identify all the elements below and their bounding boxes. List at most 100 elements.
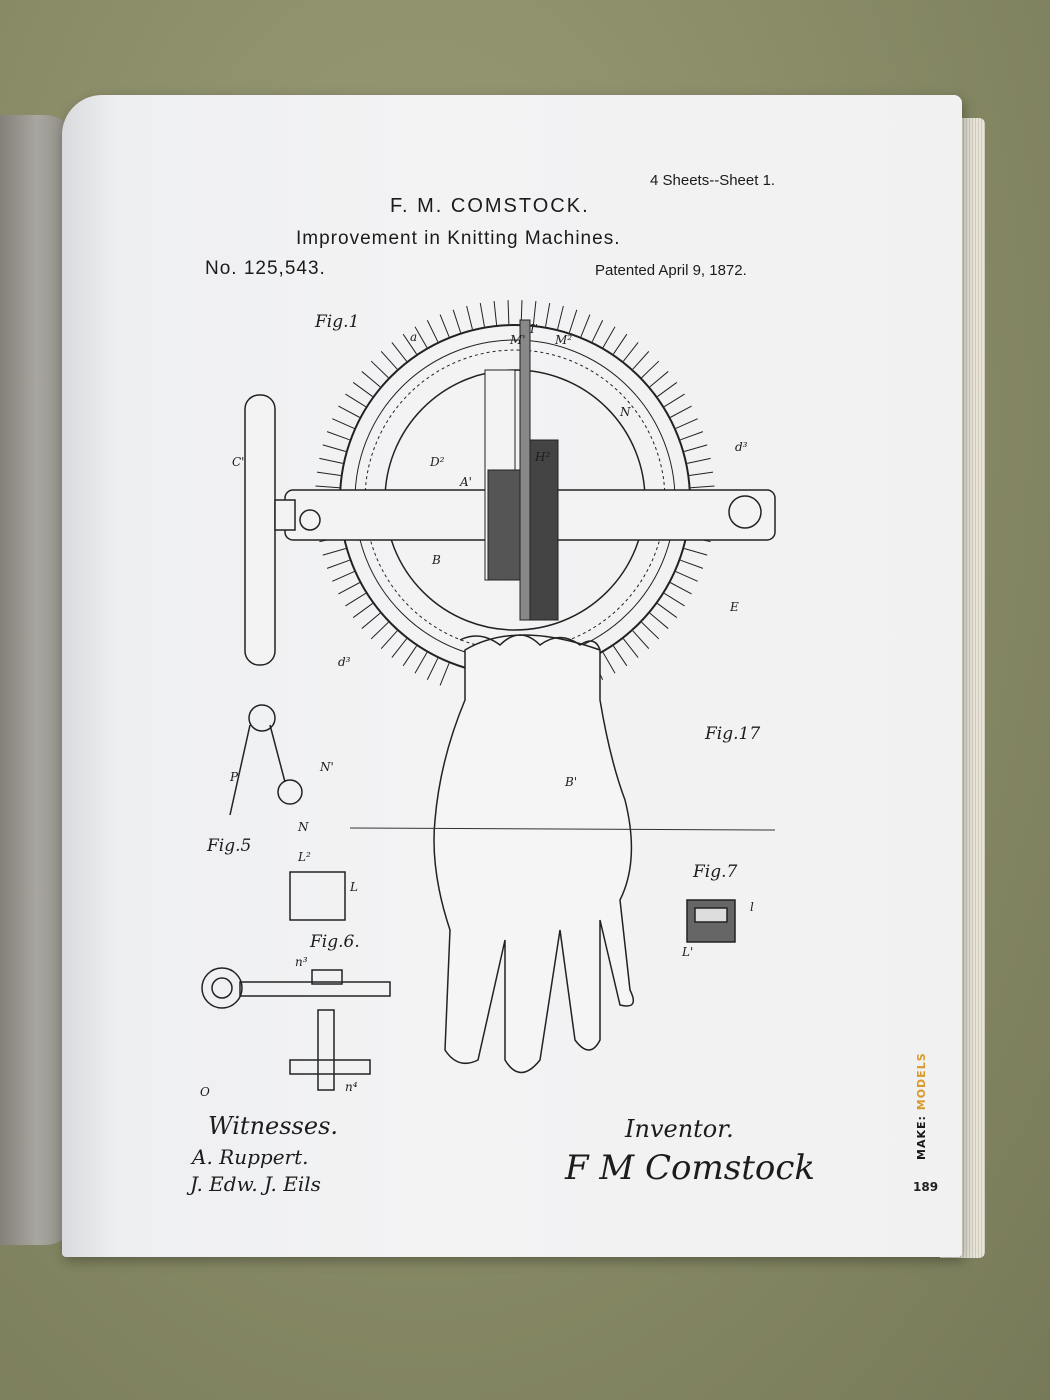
needle-tooth bbox=[684, 444, 708, 452]
needle-tooth bbox=[580, 314, 591, 338]
needle-tooth bbox=[402, 333, 417, 355]
needle-tooth bbox=[319, 457, 343, 464]
section-label: MAKE: MODELS bbox=[915, 1052, 928, 1160]
needle-tooth bbox=[338, 405, 360, 418]
needle-tooth bbox=[439, 314, 450, 338]
needle-tooth bbox=[493, 301, 498, 326]
needle-tooth bbox=[684, 548, 708, 556]
needle-tooth bbox=[452, 309, 462, 333]
part-label: N' bbox=[320, 760, 334, 774]
part-label: L² bbox=[298, 850, 311, 864]
part-label: E bbox=[730, 600, 739, 614]
needle-tooth bbox=[675, 418, 698, 429]
part-label: H² bbox=[535, 450, 551, 464]
needle-tooth bbox=[326, 559, 350, 569]
needle-tooth bbox=[657, 603, 678, 618]
needle-tooth bbox=[402, 645, 417, 667]
needle-tooth bbox=[545, 302, 551, 327]
needle-tooth bbox=[332, 418, 355, 429]
patent-date: Patented April 9, 1872. bbox=[595, 262, 747, 279]
part-label: N bbox=[620, 405, 631, 419]
part-label: L bbox=[350, 880, 358, 894]
needle-tooth bbox=[649, 371, 669, 388]
part-label: d³ bbox=[735, 440, 748, 454]
fig7-label: Fig.7 bbox=[693, 862, 738, 882]
sheet-count: 4 Sheets--Sheet 1. bbox=[650, 172, 776, 189]
needle-tooth bbox=[670, 582, 692, 595]
inventor-name: F. M. COMSTOCK. bbox=[390, 195, 590, 217]
needle-tooth bbox=[680, 559, 704, 569]
needle-tooth bbox=[622, 638, 639, 658]
inventor-label: Inventor. bbox=[625, 1115, 734, 1143]
needle-tooth bbox=[439, 662, 450, 686]
needle-tooth bbox=[352, 603, 373, 618]
needle-tooth bbox=[663, 393, 685, 408]
needle-tooth bbox=[613, 645, 628, 667]
needle-tooth bbox=[632, 630, 650, 649]
needle-tooth bbox=[641, 621, 660, 640]
needle-tooth bbox=[613, 333, 628, 355]
part-label: B bbox=[432, 553, 441, 567]
needle-tooth bbox=[414, 326, 428, 348]
needle-tooth bbox=[689, 471, 714, 477]
needle-tooth bbox=[591, 320, 604, 343]
part-label: L' bbox=[682, 945, 694, 959]
needle-tooth bbox=[649, 612, 669, 629]
inventor-signature: F M Comstock bbox=[565, 1148, 815, 1188]
needle-tooth bbox=[687, 457, 711, 464]
needle-tooth bbox=[670, 405, 692, 418]
part-label: a bbox=[410, 330, 418, 344]
needle-tooth bbox=[380, 630, 398, 649]
needle-tooth bbox=[345, 393, 367, 408]
needle-tooth bbox=[332, 571, 355, 582]
part-label: l bbox=[750, 900, 754, 914]
needle-tooth bbox=[322, 444, 346, 452]
gear-column bbox=[484, 319, 559, 621]
part-label: n⁴ bbox=[345, 1080, 358, 1094]
witness-signature-2: J. Edw. J. Eils bbox=[190, 1172, 321, 1196]
fig17-label: Fig.17 bbox=[705, 724, 761, 744]
part-label: N bbox=[298, 820, 309, 834]
part-label: M' bbox=[510, 333, 526, 347]
patent-number: No. 125,543. bbox=[205, 258, 326, 279]
needle-tooth bbox=[326, 431, 350, 441]
needle-tooth bbox=[690, 485, 715, 489]
needle-tooth bbox=[414, 652, 428, 674]
needle-tooth bbox=[315, 485, 340, 489]
part-label: n³ bbox=[295, 955, 308, 969]
fig5-label: Fig.5 bbox=[207, 836, 252, 856]
needle-tooth bbox=[338, 582, 360, 595]
needle-tooth bbox=[352, 382, 373, 397]
needle-tooth bbox=[557, 305, 564, 330]
needle-tooth bbox=[466, 305, 473, 330]
fig6-label: Fig.6. bbox=[310, 932, 360, 952]
needle-tooth bbox=[391, 342, 408, 362]
needle-tooth bbox=[322, 548, 346, 556]
needle-tooth bbox=[657, 382, 678, 397]
hand-form bbox=[433, 634, 635, 1074]
part-label: A' bbox=[460, 475, 472, 489]
part-label: B' bbox=[565, 775, 578, 789]
needle-tooth bbox=[622, 342, 639, 362]
witnesses-label: Witnesses. bbox=[208, 1112, 339, 1140]
needle-tooth bbox=[632, 351, 650, 370]
needle-tooth bbox=[568, 309, 578, 333]
fig5-drawing bbox=[229, 704, 346, 921]
page-number: 189 bbox=[913, 1180, 939, 1194]
needle-cylinder-teeth bbox=[315, 300, 715, 686]
needle-tooth bbox=[361, 371, 381, 388]
needle-tooth bbox=[675, 571, 698, 582]
part-label: M² bbox=[555, 333, 573, 347]
needle-tooth bbox=[602, 652, 616, 674]
part-label: D² bbox=[430, 455, 445, 469]
needle-tooth bbox=[507, 300, 510, 325]
needle-tooth bbox=[345, 592, 367, 607]
needle-tooth bbox=[426, 657, 439, 680]
part-label: I' bbox=[530, 322, 539, 336]
needle-tooth bbox=[663, 592, 685, 607]
fig7-drawing bbox=[686, 899, 736, 943]
witness-signature-1: A. Ruppert. bbox=[192, 1145, 309, 1169]
needle-tooth bbox=[680, 431, 704, 441]
needle-tooth bbox=[370, 360, 389, 379]
